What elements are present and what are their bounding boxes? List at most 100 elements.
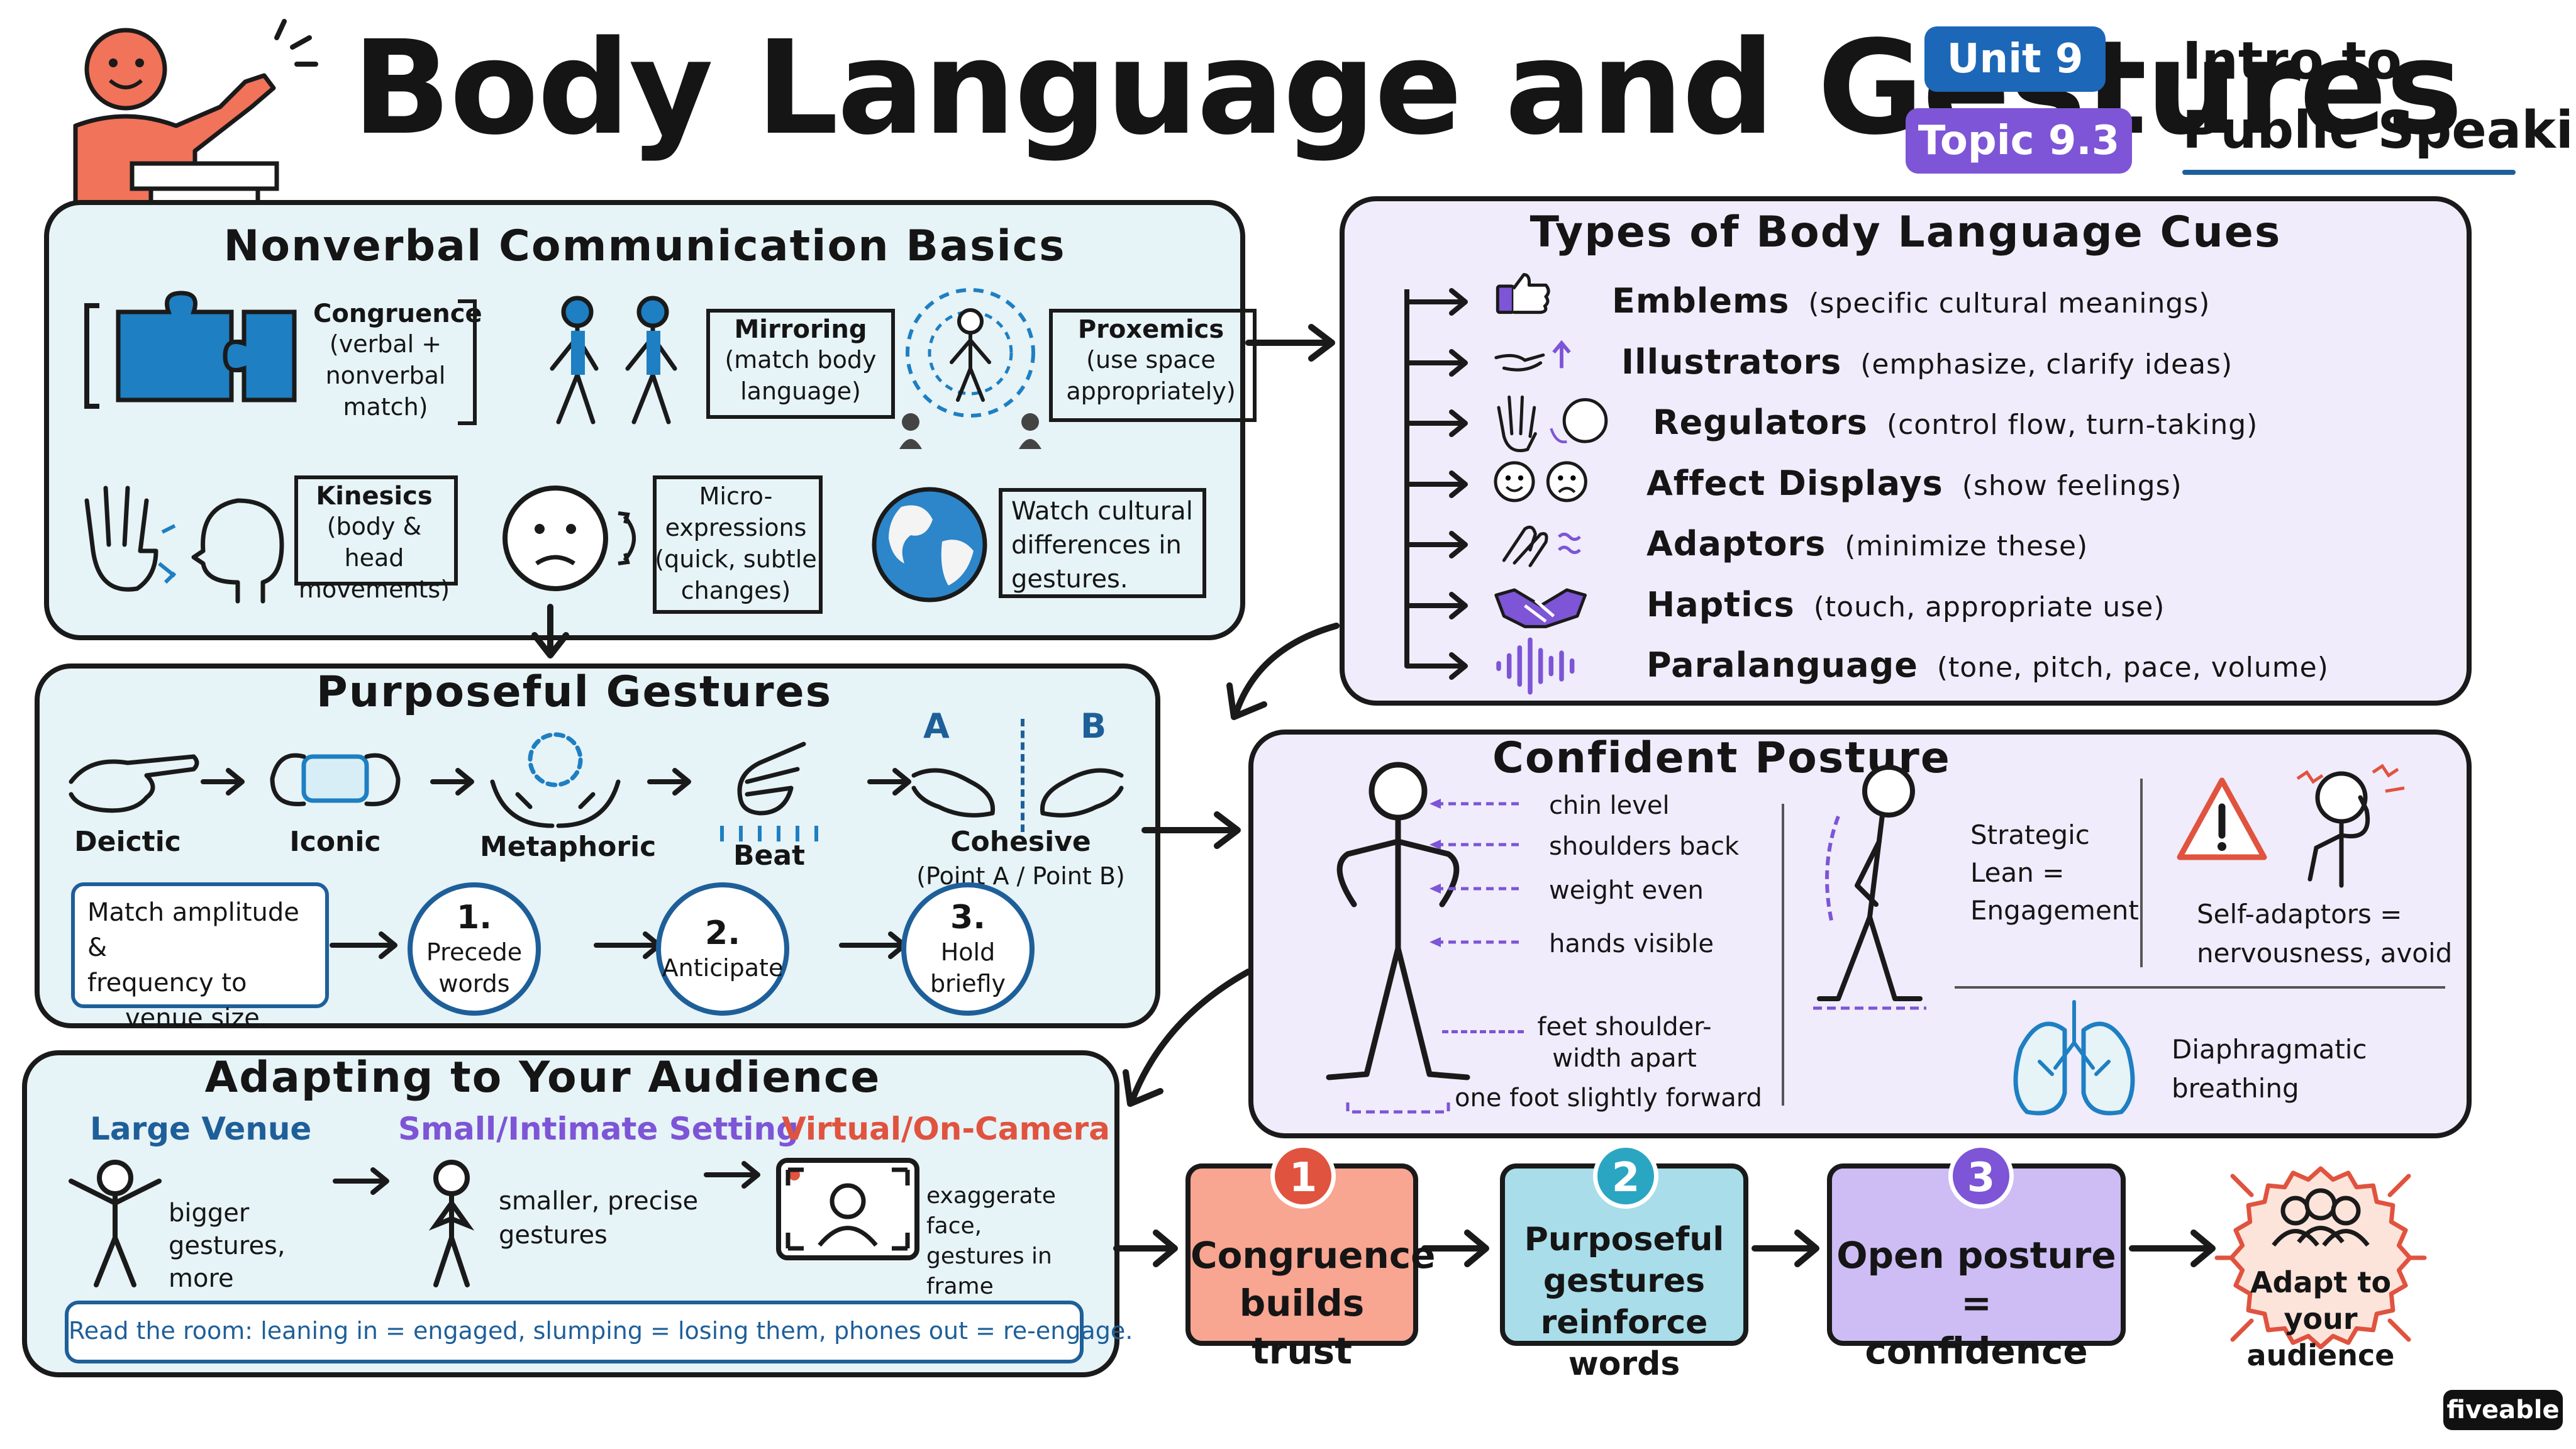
unit-badge: Unit 9: [1924, 26, 2106, 92]
small-setting-figure-icon: [411, 1156, 492, 1288]
posture-chin: chin level: [1549, 791, 1670, 820]
cue-description: (show feelings): [1962, 469, 2182, 502]
gesture-arrows: [201, 768, 911, 796]
handshake-icon: [1494, 588, 1587, 628]
cue-name: Haptics: [1646, 584, 1795, 625]
cue-name: Paralanguage: [1646, 645, 1918, 685]
gesture-type-beat: Beat: [733, 840, 806, 872]
posture-divider-3: [1955, 986, 2445, 989]
kinesics-bracket: [294, 475, 458, 586]
small-setting-label: Small/Intimate Setting: [398, 1111, 799, 1147]
gesture-type-iconic: Iconic: [289, 826, 381, 858]
course-line-1: Intro to: [2182, 31, 2402, 91]
cue-name: Emblems: [1612, 281, 1790, 321]
soundwave-icon: [1496, 637, 1575, 695]
cues-panel: Types of Body Language Cues Emblems (spec…: [1340, 196, 2472, 706]
audience-panel: Adapting to Your Audience Large Venue Sm…: [22, 1050, 1133, 1377]
leaning-figure-icon: [1801, 760, 1939, 1018]
gestures-title: Purposeful Gestures: [316, 667, 833, 717]
posture-panel: Confident Posture chin level shoulders b…: [1248, 730, 2472, 1138]
nonverbal-title: Nonverbal Communication Basics: [223, 221, 1066, 271]
match-amplitude-note: Match amplitude & frequency to venue siz…: [71, 882, 329, 1033]
summary-gestures: 2 Purposeful gestures reinforce words: [1500, 1143, 1748, 1383]
audience-title: Adapting to Your Audience: [204, 1053, 881, 1102]
cue-description: (specific cultural meanings): [1808, 287, 2211, 319]
brand-logo: fiveable: [2443, 1390, 2563, 1430]
faces-icon: [1494, 460, 1587, 502]
camera-frame-icon: [775, 1157, 920, 1261]
raised-hand-icon: [1497, 395, 1608, 452]
cohesive-divider: [1021, 719, 1024, 832]
adapt-badge-text: Adapt to your audience: [2246, 1265, 2395, 1372]
cue-row: Adaptors (minimize these): [1404, 516, 2442, 573]
standing-figure-icon: [1316, 760, 1480, 1114]
cue-arrow: [1404, 531, 1468, 558]
pointing-hand-icon: [65, 738, 203, 819]
beat-hand-icon: [709, 738, 829, 845]
cohesive-hands-icon: [901, 750, 1134, 826]
nonverbal-basics-panel: Nonverbal Communication Basics Congruenc…: [44, 200, 1257, 640]
cues-title: Types of Body Language Cues: [1530, 208, 2282, 257]
step-hold: 3. Hold briefly: [901, 882, 1035, 1016]
globe-icon: [867, 482, 992, 608]
cultural-text: Watch cultural differences in gestures.: [1011, 497, 1193, 594]
kinesics-text: Kinesics (body & head movements): [298, 482, 450, 603]
cues-spine: [1404, 289, 1409, 667]
metaphoric-hands-icon: [480, 725, 631, 832]
cultural-bracket: [999, 488, 1206, 598]
cue-arrow: [1404, 288, 1468, 316]
step-precede: 1. Precede words: [408, 882, 541, 1016]
mirroring-text: Mirroring (match body language): [724, 315, 877, 405]
summary-posture: 3 Open posture = confidence: [1827, 1143, 2126, 1372]
cue-row: Affect Displays (show feelings): [1404, 456, 2442, 513]
cue-name: Adaptors: [1646, 524, 1826, 564]
large-venue-label: Large Venue: [90, 1111, 312, 1147]
topic-badge: Topic 9.3: [1906, 108, 2132, 174]
summary-number-2: 2: [1593, 1143, 1658, 1209]
mirroring-bracket: [706, 309, 895, 419]
read-room-text: Read the room: leaning in = engaged, slu…: [69, 1317, 1133, 1345]
summary-number-3: 3: [1948, 1143, 2014, 1209]
audience-arrows: [333, 1161, 760, 1195]
cues-list: Emblems(specific cultural meanings)Illus…: [1345, 201, 2477, 711]
cue-name: Affect Displays: [1646, 463, 1943, 503]
course-underline: [2182, 170, 2516, 175]
posture-foot-forward: one foot slightly forward: [1455, 1084, 1762, 1113]
gesture-type-cohesive: Cohesive: [950, 826, 1091, 858]
cue-arrow: [1404, 591, 1468, 619]
virtual-desc: exaggerate face, gestures in frame: [926, 1183, 1056, 1299]
cue-description: (touch, appropriate use): [1813, 591, 2165, 623]
kinesics-head-icon: [80, 469, 301, 614]
summary-congruence: 1 Congruence builds trust: [1185, 1143, 1435, 1372]
thumbs-up-icon: [1496, 273, 1550, 314]
large-venue-figure-icon: [58, 1156, 172, 1288]
posture-hands: hands visible: [1549, 930, 1714, 958]
posture-feet: feet shoulder- width apart: [1537, 1013, 1712, 1073]
rubbing-hands-icon: [1502, 525, 1581, 567]
posture-label-lines: [1430, 785, 1543, 1036]
step-anticipate: 2. Anticipate: [656, 882, 789, 1016]
gestures-panel: Purposeful Gestures A B Deictic Iconic M…: [35, 663, 1160, 1033]
cue-row: Emblems (specific cultural meanings): [1404, 273, 2442, 330]
virtual-label: Virtual/On-Camera: [782, 1111, 1110, 1147]
open-hand-icon: [1494, 340, 1571, 372]
proxemics-icon: [886, 287, 1055, 450]
cue-arrow: [1404, 409, 1468, 437]
frown-face-icon: [502, 482, 665, 595]
cue-row: Regulators(control flow, turn-taking): [1404, 395, 2442, 452]
course-line-2: Public Speaking: [2182, 101, 2576, 160]
warning-icon: [2175, 775, 2269, 863]
posture-divider-1: [1782, 804, 1784, 1106]
cue-description: (minimize these): [1845, 530, 2089, 562]
gesture-type-deictic: Deictic: [74, 826, 181, 858]
gesture-type-metaphoric: Metaphoric: [480, 831, 657, 863]
cue-description: (control flow, turn-taking): [1886, 409, 2258, 441]
small-setting-desc: smaller, precise gestures: [499, 1187, 699, 1250]
read-room-box: Read the room: leaning in = engaged, slu…: [65, 1301, 1133, 1363]
mirroring-figures-icon: [527, 293, 716, 431]
lean-text: Strategic Lean = Engagement: [1970, 819, 2139, 926]
posture-weight: weight even: [1549, 876, 1704, 905]
posture-divider-2: [2140, 779, 2143, 967]
proxemics-text: Proxemics (use space appropriately): [1066, 315, 1236, 405]
badge-burst: [2229, 1166, 2412, 1350]
